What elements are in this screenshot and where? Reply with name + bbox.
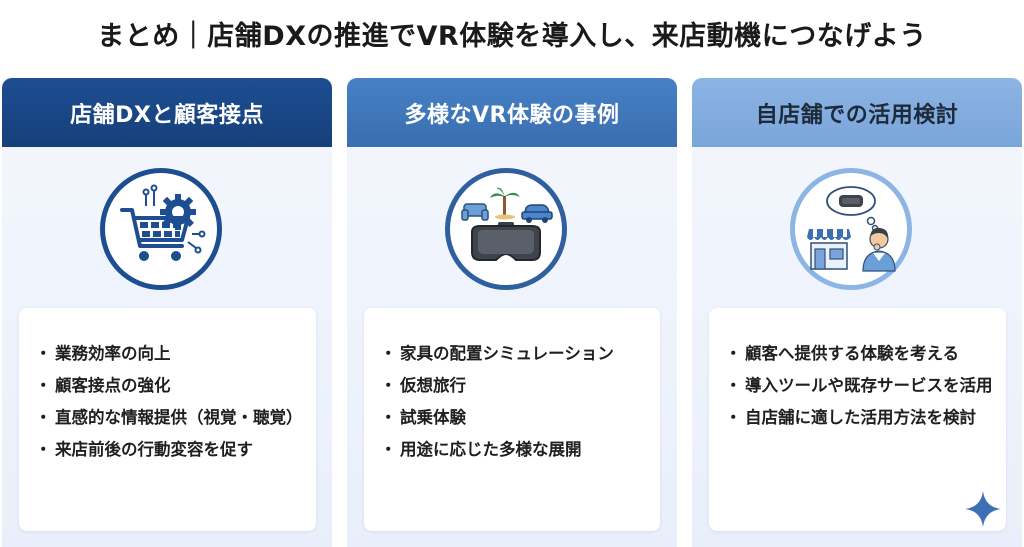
list-item: 試乗体験 — [380, 402, 660, 434]
list-item: 自店舗に適した活用方法を検討 — [725, 402, 990, 434]
sparkle-icon — [963, 489, 1003, 533]
card-store-dx: 店舗DXと顧客接点 — [2, 78, 332, 547]
list-item: 来店前後の行動変容を促す — [35, 434, 316, 466]
card-heading: 自店舗での活用検討 — [692, 78, 1022, 147]
list-item: 仮想旅行 — [380, 370, 660, 402]
card-own-store-use: 自店舗での活用検討 — [692, 78, 1022, 547]
card-list-panel: 顧客へ提供する体験を考える 導入ツールや既存サービスを活用 自店舗に適した活用方… — [709, 308, 1006, 531]
store-thinking-person-icon — [790, 168, 912, 290]
list-item: 顧客接点の強化 — [35, 370, 316, 402]
page-title: まとめ｜店舗DXの推進でVR体験を導入し、来店動機につなげよう — [97, 21, 927, 52]
card-vr-examples: 多様なVR体験の事例 — [347, 78, 677, 547]
card-list-panel: 業務効率の向上 顧客接点の強化 直感的な情報提供（視覚・聴覚） 来店前後の行動変… — [19, 308, 316, 531]
shopping-cart-gear-icon — [100, 168, 222, 290]
list-item: 業務効率の向上 — [35, 338, 316, 370]
list-item: 導入ツールや既存サービスを活用 — [725, 370, 1000, 402]
list-item: 直感的な情報提供（視覚・聴覚） — [35, 402, 305, 434]
card-heading: 多様なVR体験の事例 — [347, 78, 677, 147]
list-item: 用途に応じた多様な展開 — [380, 434, 660, 466]
list-item: 顧客へ提供する体験を考える — [725, 338, 1006, 370]
card-list-panel: 家具の配置シミュレーション 仮想旅行 試乗体験 用途に応じた多様な展開 — [364, 308, 660, 531]
list-item: 家具の配置シミュレーション — [380, 338, 660, 370]
card-heading: 店舗DXと顧客接点 — [2, 78, 332, 147]
vr-headset-icon — [445, 168, 567, 290]
